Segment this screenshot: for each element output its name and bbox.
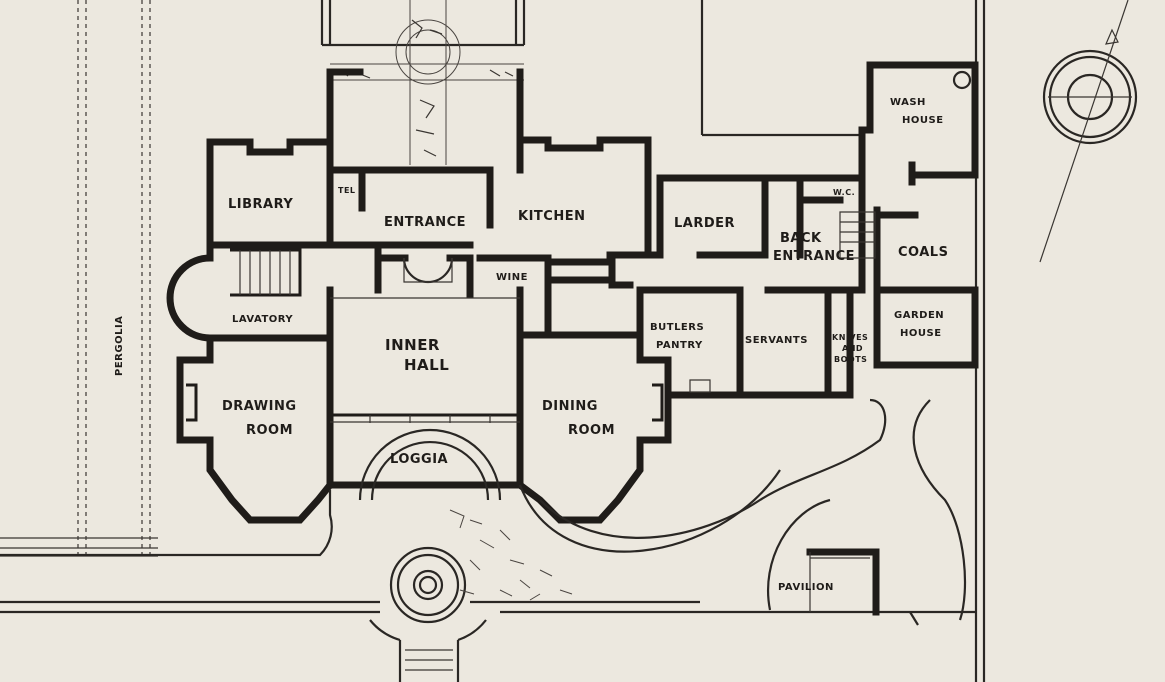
label-pantry: PANTRY: [656, 340, 703, 351]
garden-drives: [0, 398, 976, 682]
label-knives: KNIVES: [832, 333, 868, 342]
label-library: LIBRARY: [228, 197, 293, 212]
label-inner-hall: HALL: [404, 356, 449, 374]
label-drawing: DRAWING: [222, 399, 297, 414]
label-wc: W.C.: [833, 188, 855, 197]
label-coals: COALS: [898, 245, 948, 260]
label-lavatory: LAVATORY: [232, 314, 293, 325]
label-garden-house: HOUSE: [900, 328, 942, 339]
label-wash: WASH: [890, 97, 926, 108]
label-butlers: BUTLERS: [650, 322, 704, 333]
label-wine: WINE: [496, 272, 528, 283]
label-inner: INNER: [385, 336, 440, 354]
label-entrance: ENTRANCE: [384, 215, 466, 230]
label-servants: SERVANTS: [745, 335, 808, 346]
label-and: AND: [842, 344, 863, 353]
label-garden: GARDEN: [894, 310, 944, 321]
label-larder: LARDER: [674, 216, 735, 231]
label-dining-room: ROOM: [568, 423, 615, 438]
compass-rose: [1039, 0, 1138, 263]
house-walls: [166, 61, 979, 524]
label-pergolia: PERGOLIA: [114, 316, 125, 376]
label-dining: DINING: [542, 399, 598, 414]
label-loggia: LOGGIA: [390, 452, 448, 467]
label-back-entrance: ENTRANCE: [773, 249, 855, 264]
label-kitchen: KITCHEN: [518, 209, 585, 224]
label-back: BACK: [780, 231, 822, 246]
label-drawing-room: ROOM: [246, 423, 293, 438]
label-wash-house: HOUSE: [902, 115, 944, 126]
label-boots: BOOTS: [834, 355, 867, 364]
label-pavilion: PAVILION: [778, 582, 834, 593]
label-tel: TEL: [338, 186, 356, 195]
